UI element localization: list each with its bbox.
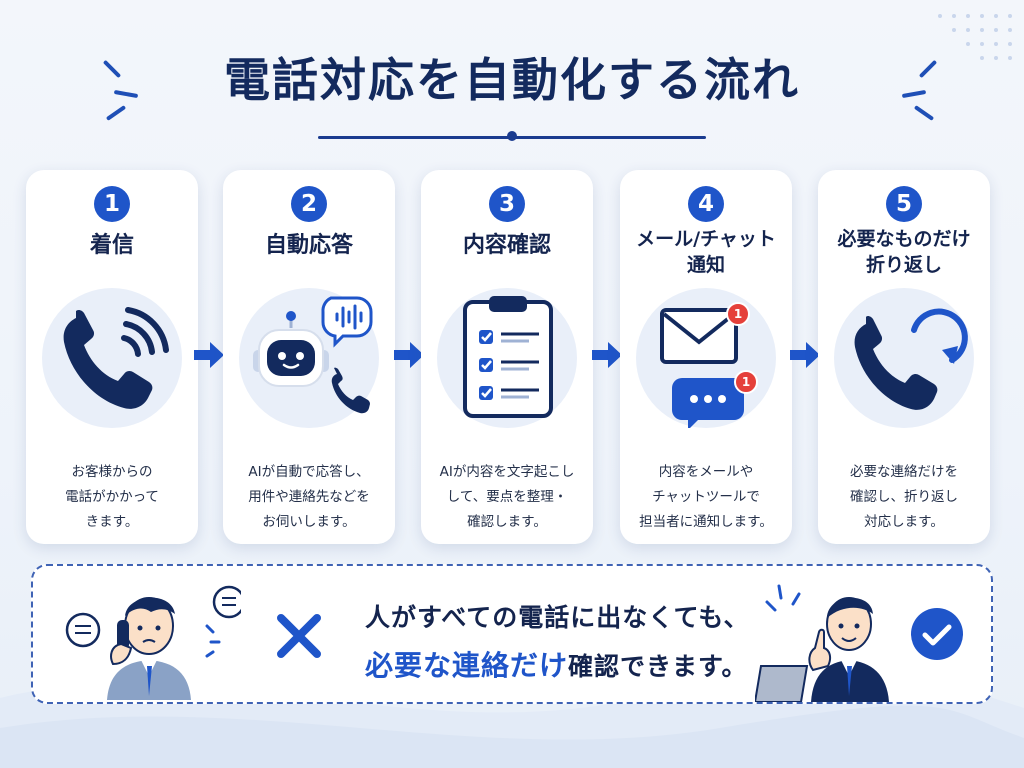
busy-person-illustration — [65, 585, 241, 700]
page-title: 電話対応を自動化する流れ — [224, 53, 800, 107]
summary-panel: 人がすべての電話に出なくても、 必要な連絡だけ確認できます。 — [31, 564, 993, 704]
step-card-2: 2 自動応答 AIが自動で応答し、 用件や連絡先などを — [223, 170, 395, 544]
step-title: メール/チャット 通知 — [636, 228, 776, 276]
phone-callback-icon — [834, 288, 974, 428]
title-underline-dot — [507, 131, 517, 141]
step-description: お客様からの 電話がかかって きます。 — [65, 464, 159, 530]
decorative-dots — [938, 14, 1012, 60]
phone-ringing-icon — [42, 288, 182, 428]
check-circle-icon — [911, 608, 963, 660]
step-number-badge: 4 — [688, 186, 724, 222]
step-title: 内容確認 — [462, 233, 551, 258]
flow-arrow-icon — [194, 342, 224, 368]
step-number-badge: 3 — [489, 186, 525, 222]
step-title: 着信 — [89, 233, 134, 258]
step-number-badge: 1 — [94, 186, 130, 222]
ai-robot-voice-icon — [239, 288, 379, 428]
mail-chat-notification-icon: 1 1 — [636, 288, 776, 428]
notification-badge: 1 — [726, 302, 750, 326]
step-card-5: 5 必要なものだけ 折り返し 必要な連絡だけを 確認し、折り返し 対応します。 — [818, 170, 990, 544]
flow-arrow-icon — [790, 342, 820, 368]
notification-badge: 1 — [734, 370, 758, 394]
flow-arrow-icon — [592, 342, 622, 368]
step-title: 必要なものだけ 折り返し — [837, 228, 971, 276]
step-description: AIが内容を文字起こし して、要点を整理・ 確認します。 — [439, 464, 575, 530]
clipboard-checklist-icon — [437, 288, 577, 428]
step-number-badge: 5 — [886, 186, 922, 222]
step-card-1: 1 着信 お客様からの 電話がかかって きます。 — [26, 170, 198, 544]
step-card-4: 4 メール/チャット 通知 1 1 内容をメールや チャットツールで 担当者に通… — [620, 170, 792, 544]
step-number-badge: 2 — [291, 186, 327, 222]
step-description: 必要な連絡だけを 確認し、折り返し 対応します。 — [850, 464, 958, 530]
step-description: 内容をメールや チャットツールで 担当者に通知します。 — [639, 464, 773, 530]
summary-line-2-rest: 確認できます。 — [568, 652, 748, 681]
step-title: 自動応答 — [264, 233, 353, 258]
summary-line-1: 人がすべての電話に出なくても、 — [365, 603, 750, 632]
flow-arrow-icon — [394, 342, 424, 368]
step-card-3: 3 内容確認 AIが内容を文字起 — [421, 170, 593, 544]
relaxed-person-illustration — [755, 584, 889, 702]
cross-icon — [277, 614, 321, 658]
summary-line-2: 必要な連絡だけ確認できます。 — [365, 644, 748, 684]
step-description: AIが自動で応答し、 用件や連絡先などを お伺いします。 — [248, 464, 370, 530]
summary-highlight: 必要な連絡だけ — [365, 649, 569, 682]
